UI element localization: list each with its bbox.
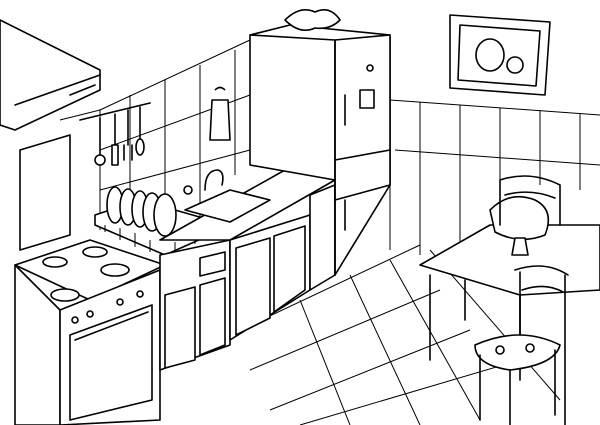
utensil-rail [79, 102, 151, 166]
fork-icon [123, 109, 133, 161]
range-hood [0, 19, 101, 131]
chair-back [499, 175, 561, 226]
fridge-note [359, 89, 375, 109]
wall-cabinet-left [19, 134, 71, 251]
floor-tiles [239, 244, 561, 425]
hanging-towel [209, 86, 231, 141]
wall-tiles-left [59, 39, 251, 235]
cup [183, 185, 193, 195]
oven-handle [74, 311, 149, 341]
spatula-icon [111, 113, 119, 166]
plant-on-fridge [284, 9, 341, 31]
stove [14, 239, 166, 425]
faucet [204, 169, 224, 191]
dish-rack [94, 186, 211, 256]
flower-vase [489, 195, 550, 256]
wall-picture [449, 14, 551, 96]
counter-cabinets [159, 184, 336, 371]
refrigerator [249, 24, 391, 276]
sink-basin [184, 189, 271, 223]
chair-front [474, 265, 569, 425]
